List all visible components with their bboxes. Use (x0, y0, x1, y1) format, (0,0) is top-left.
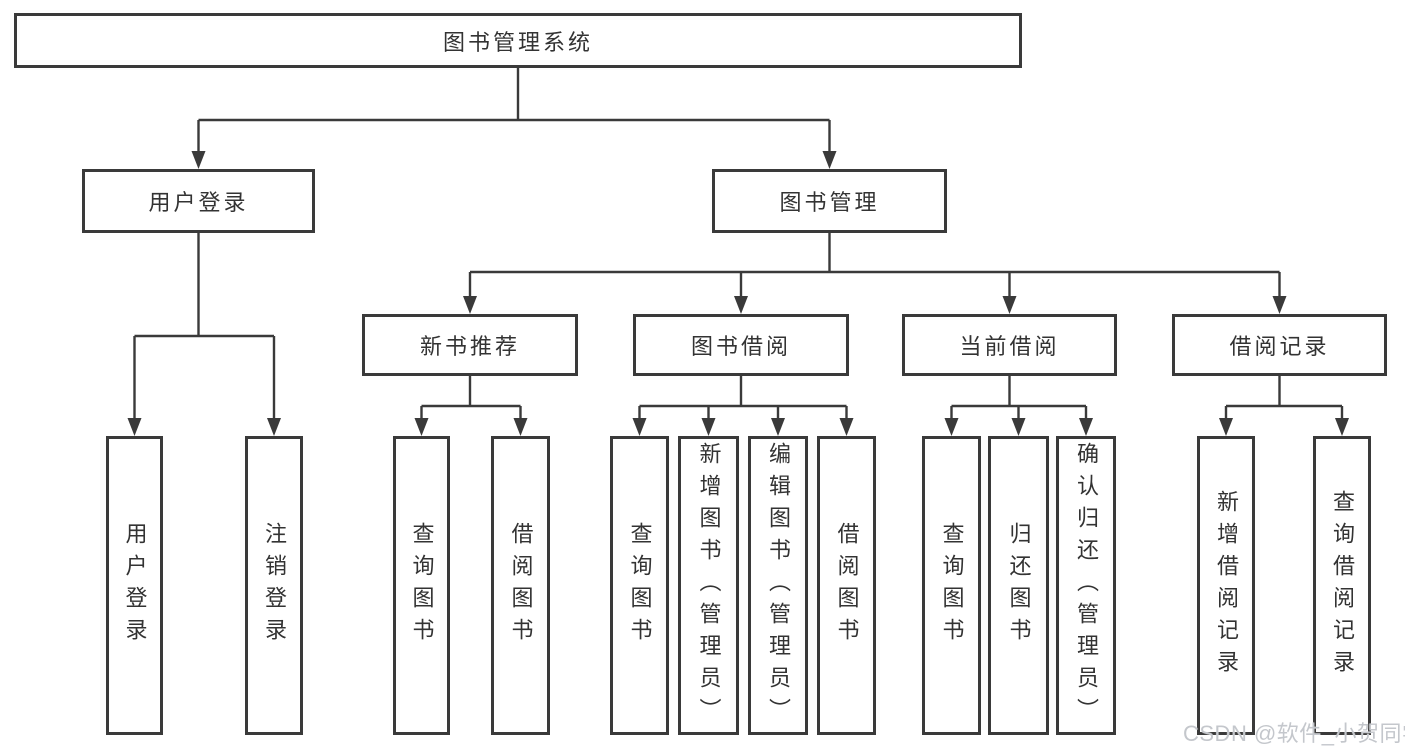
leaf-add-book-admin: 新增图书（管理员） (678, 436, 739, 735)
leaf-query-books-recommend-label: 查询图书 (409, 521, 435, 650)
node-borrow-records: 借阅记录 (1172, 314, 1387, 376)
arrowheads (127, 151, 1349, 436)
leaf-query-borrow-record: 查询借阅记录 (1313, 436, 1371, 735)
leaf-return-books-label: 归还图书 (1006, 521, 1032, 650)
leaf-confirm-return-admin-label: 确认归还（管理员） (1074, 441, 1099, 730)
leaf-query-books-current-label: 查询图书 (939, 521, 965, 650)
leaf-user-login-label: 用户登录 (122, 521, 148, 650)
leaf-user-login: 用户登录 (106, 436, 163, 735)
node-book-borrowing: 图书借阅 (633, 314, 849, 376)
leaf-add-borrow-record-label: 新增借阅记录 (1214, 489, 1239, 682)
leaf-borrow-books: 借阅图书 (817, 436, 876, 735)
leaf-logout: 注销登录 (245, 436, 303, 735)
leaf-confirm-return-admin: 确认归还（管理员） (1056, 436, 1116, 735)
leaf-logout-label: 注销登录 (262, 521, 287, 650)
leaf-add-borrow-record: 新增借阅记录 (1197, 436, 1255, 735)
node-library-management-system: 图书管理系统 (14, 13, 1022, 68)
leaf-query-borrow-record-label: 查询借阅记录 (1330, 489, 1355, 682)
leaf-borrow-books-label: 借阅图书 (834, 521, 860, 650)
leaf-borrow-books-recommend-label: 借阅图书 (508, 521, 534, 650)
leaf-query-books-borrowing-label: 查询图书 (627, 521, 653, 650)
node-book-management: 图书管理 (712, 169, 947, 233)
leaf-edit-book-admin-label: 编辑图书（管理员） (766, 441, 791, 730)
leaf-return-books: 归还图书 (988, 436, 1049, 735)
csdn-watermark: CSDN @软件_小贺同学 (1183, 721, 1405, 746)
leaf-borrow-books-recommend: 借阅图书 (491, 436, 550, 735)
leaf-edit-book-admin: 编辑图书（管理员） (748, 436, 808, 735)
leaf-add-book-admin-label: 新增图书（管理员） (696, 441, 722, 730)
node-user-login: 用户登录 (82, 169, 315, 233)
leaf-query-books-recommend: 查询图书 (393, 436, 450, 735)
leaf-query-books-current: 查询图书 (922, 436, 981, 735)
node-new-book-recommend: 新书推荐 (362, 314, 578, 376)
node-current-borrowing: 当前借阅 (902, 314, 1117, 376)
leaf-query-books-borrowing: 查询图书 (610, 436, 669, 735)
